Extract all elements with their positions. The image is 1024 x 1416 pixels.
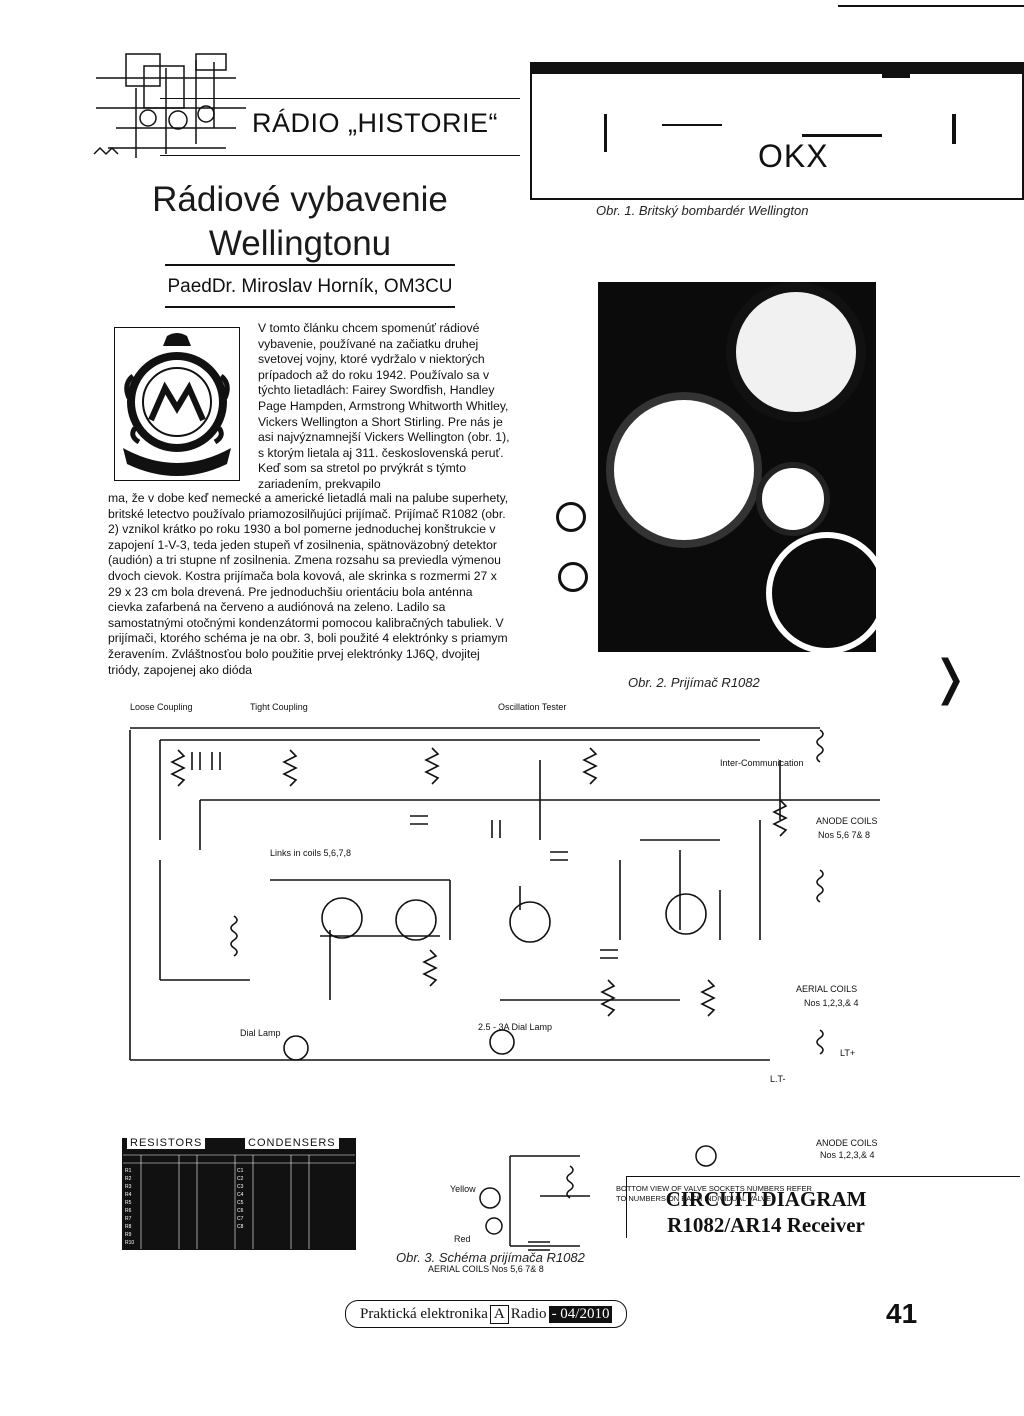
circuit-title-rule <box>626 1176 1020 1177</box>
article-body: ma, že v dobe keď nemecké a americké lie… <box>108 491 509 677</box>
svg-text:R10: R10 <box>125 1240 134 1246</box>
label-dial-lamp-2: 2.5 - 3A Dial Lamp <box>478 1022 552 1032</box>
tuning-knob <box>766 532 876 654</box>
article-title: Rádiové vybavenie Wellingtonu <box>150 178 450 266</box>
condensers-header: CONDENSERS <box>245 1137 339 1149</box>
magazine-name-b: A <box>489 1304 509 1324</box>
svg-text:R1: R1 <box>125 1168 132 1174</box>
svg-text:C4: C4 <box>237 1192 244 1198</box>
svg-text:C7: C7 <box>237 1216 244 1222</box>
label-anode-coils-nos: Nos 5,6 7& 8 <box>818 830 870 840</box>
section-rule-bottom <box>160 155 520 156</box>
figure-1-caption: Obr. 1. Britský bombardér Wellington <box>596 203 809 218</box>
top-rule <box>838 5 1024 7</box>
aerial-coil-sketch: Yellow Red AERIAL COILS Nos 5,6 7& 8 ANO… <box>428 1138 878 1274</box>
circuit-title-left-rule <box>626 1176 627 1238</box>
section-rule-top <box>160 98 520 99</box>
label-aerial-coils-bottom: AERIAL COILS Nos 5,6 7& 8 <box>428 1264 544 1274</box>
article-title-line1: Rádiové vybavenie <box>152 180 448 219</box>
figure-2-caption: Obr. 2. Prijímač R1082 <box>628 675 760 690</box>
svg-text:R2: R2 <box>125 1176 132 1182</box>
next-page-chevron: ❭ <box>930 652 971 705</box>
squadron-crest-frame <box>114 327 240 481</box>
figure-3-caption: Obr. 3. Schéma prijímača R1082 <box>396 1250 585 1265</box>
label-red: Red <box>454 1234 471 1244</box>
svg-text:C1: C1 <box>237 1168 244 1174</box>
magazine-footer: Praktická elektronika A Radio - 04/2010 <box>345 1300 628 1328</box>
svg-text:R3: R3 <box>125 1184 132 1190</box>
resistors-header: RESISTORS <box>127 1137 206 1149</box>
fig1-marking: OKX <box>758 138 829 174</box>
label-aerial-coils: AERIAL COILS <box>796 984 857 994</box>
circuit-title-line1: CIRCUIT DIAGRAM <box>665 1187 867 1211</box>
volume-knob <box>756 462 830 536</box>
circuit-diagram-title: CIRCUIT DIAGRAM R1082/AR14 Receiver <box>626 1186 906 1238</box>
page-number: 41 <box>886 1298 918 1329</box>
figure-1-photo: OKX <box>530 62 1024 200</box>
label-bottom-view: BOTTOM VIEW OF VALVE SOCKETS NUMBERS REF… <box>616 1184 812 1203</box>
article-author: PaedDr. Miroslav Horník, OM3CU <box>167 276 453 297</box>
issue-number: - 04/2010 <box>548 1305 613 1323</box>
label-tight-coupling: Tight Coupling <box>250 702 308 712</box>
svg-text:R5: R5 <box>125 1200 132 1206</box>
article-title-line2: Wellingtonu <box>208 224 392 263</box>
label-links-in-coils: Links in coils 5,6,7,8 <box>270 848 351 858</box>
squadron-crest-icon <box>123 333 231 476</box>
section-header-bar <box>160 98 520 156</box>
header-schematic-logo <box>93 53 246 158</box>
svg-text:C8: C8 <box>237 1224 244 1230</box>
label-lt-minus: L.T- <box>770 1074 786 1084</box>
circuit-title-line2: R1082/AR14 Receiver <box>667 1213 865 1237</box>
label-lt-plus: LT+ <box>840 1048 855 1058</box>
author-underline <box>165 306 455 308</box>
svg-text:C6: C6 <box>237 1208 244 1214</box>
svg-text:R4: R4 <box>125 1192 132 1198</box>
label-oscillation-tester: Oscillation Tester <box>498 702 566 712</box>
label-inter-communication: Inter-Communication <box>720 758 804 768</box>
figure-2-photo <box>546 262 876 662</box>
label-loose-coupling: Loose Coupling <box>130 702 193 712</box>
title-underline <box>165 264 455 266</box>
svg-text:C2: C2 <box>237 1176 244 1182</box>
svg-text:C3: C3 <box>237 1184 244 1190</box>
label-anode-coils: ANODE COILS <box>816 816 878 826</box>
large-dial <box>606 392 762 548</box>
svg-text:R6: R6 <box>125 1208 132 1214</box>
label-anode-coils-2-nos: Nos 1,2,3,& 4 <box>820 1150 875 1160</box>
circuit-schematic: Loose Coupling Tight Coupling Oscillatio… <box>129 702 880 1084</box>
svg-text:R7: R7 <box>125 1216 132 1222</box>
tuning-dial <box>726 282 866 422</box>
label-anode-coils-2: ANODE COILS <box>816 1138 878 1148</box>
magazine-name-c: Radio <box>510 1305 547 1322</box>
label-dial-lamp: Dial Lamp <box>240 1028 281 1038</box>
label-yellow: Yellow <box>450 1184 476 1194</box>
svg-text:R8: R8 <box>125 1224 132 1230</box>
article-intro: V tomto článku chcem spomenúť rádiové vy… <box>258 321 510 491</box>
svg-text:R9: R9 <box>125 1232 132 1238</box>
magazine-name-a: Praktická elektronika <box>360 1305 488 1322</box>
label-aerial-coils-nos: Nos 1,2,3,& 4 <box>804 998 859 1008</box>
svg-text:C5: C5 <box>237 1200 244 1206</box>
section-title: RÁDIO „HISTORIE“ <box>252 108 499 138</box>
